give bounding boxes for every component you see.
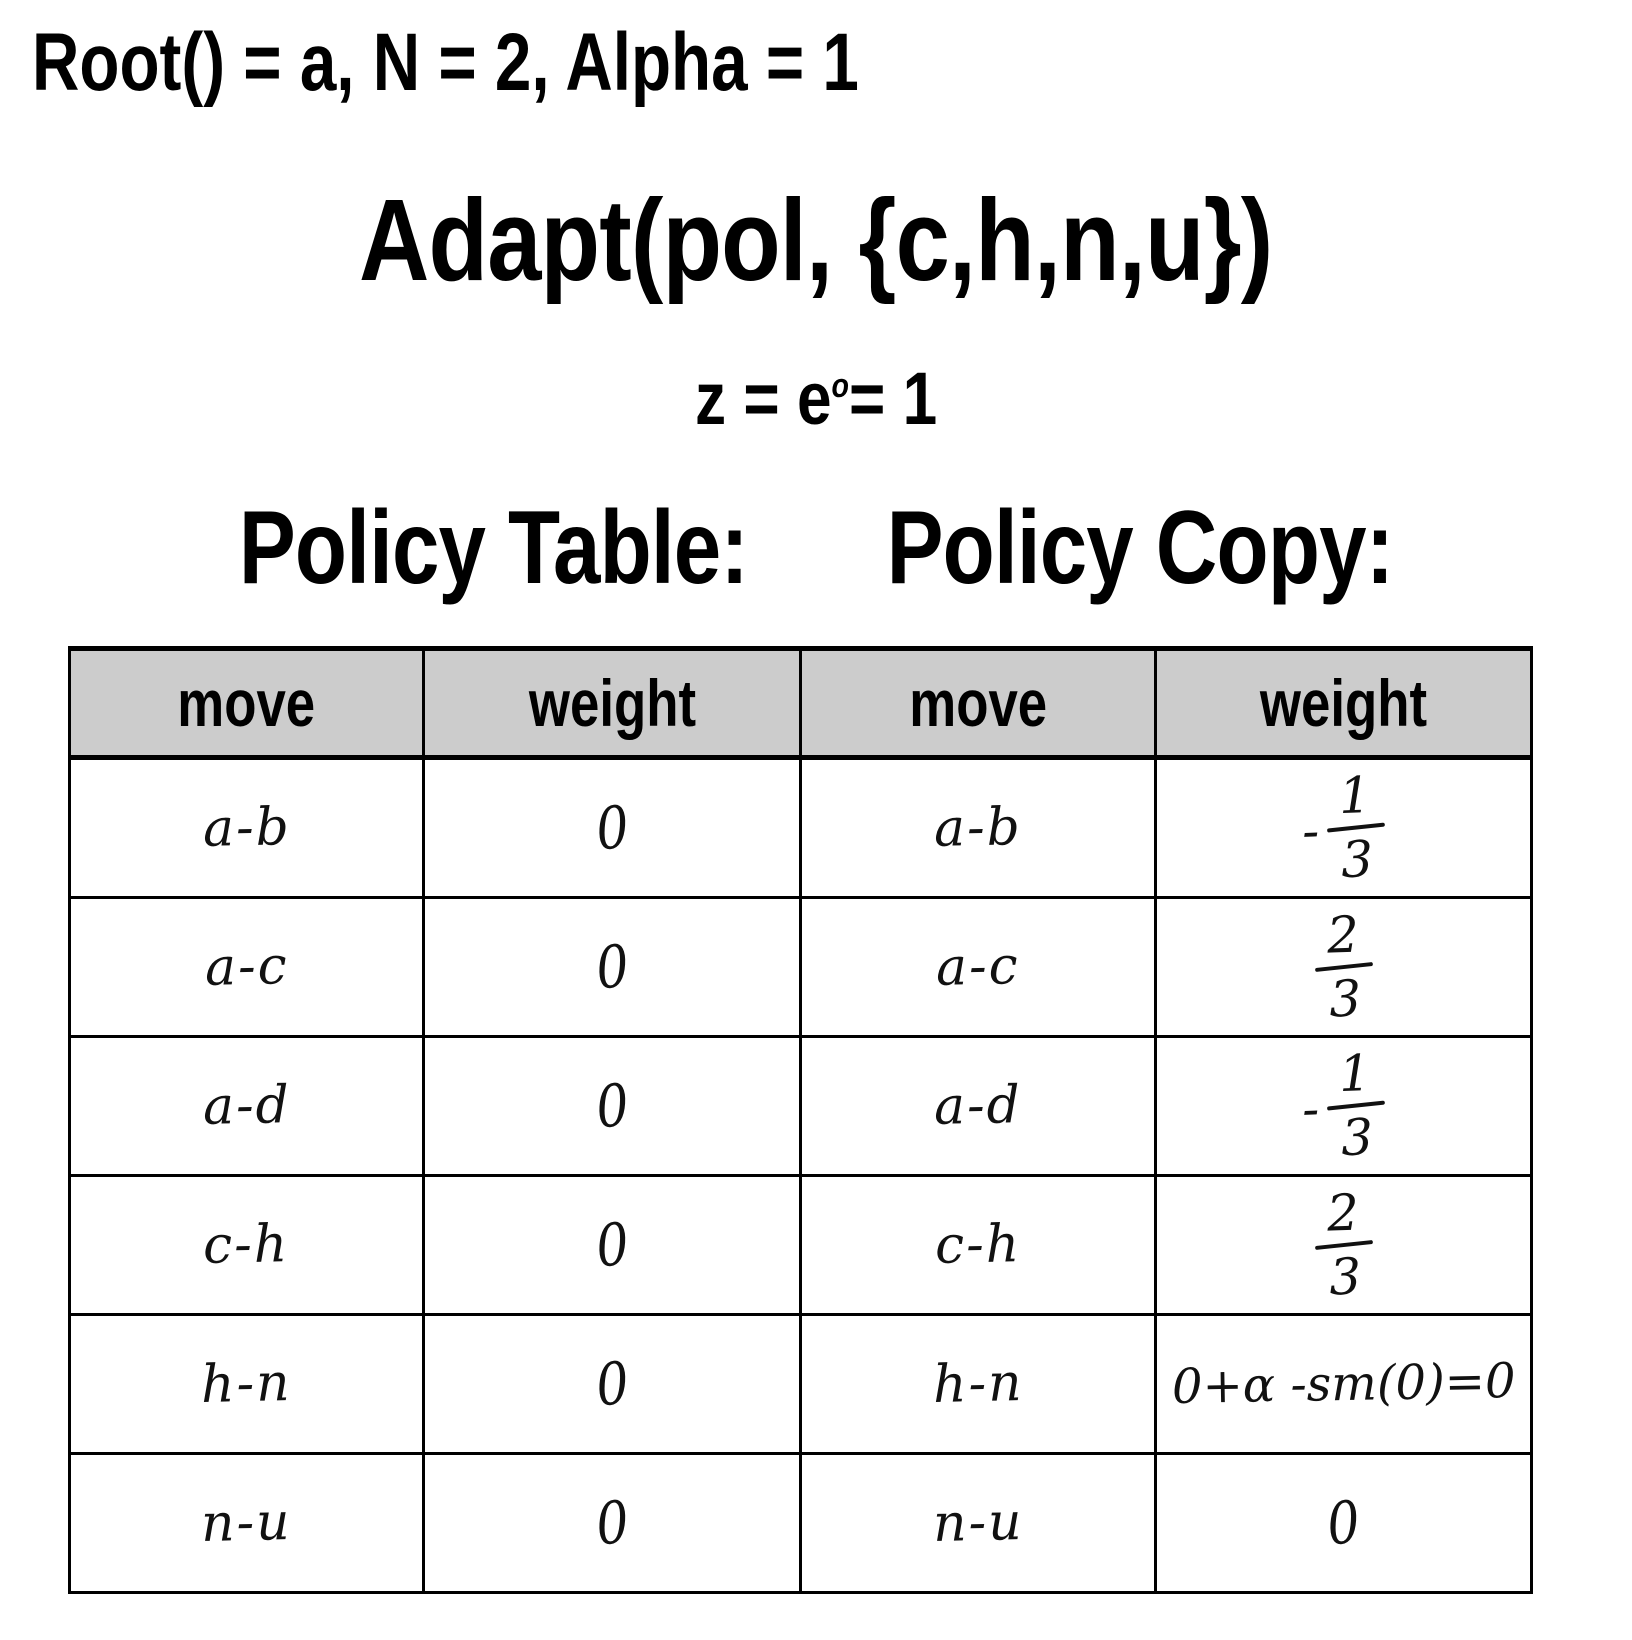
handwritten-expression: 0+α -sm(0)=0 xyxy=(1171,1353,1516,1415)
handwritten-weight: 0 xyxy=(592,1348,632,1420)
policy-copy-title: Policy Copy: xyxy=(887,490,1394,606)
table-row: c-h 0 c-h 2 3 xyxy=(68,1174,1533,1316)
handwritten-move: h-n xyxy=(200,1353,293,1415)
handwritten-fraction: - 1 3 xyxy=(1300,766,1387,889)
cell-left-move: n-u xyxy=(68,1452,425,1594)
handwritten-weight: 0 xyxy=(592,1487,632,1559)
table-row: n-u 0 n-u 0 xyxy=(68,1452,1533,1594)
cell-right-move: c-h xyxy=(799,1174,1157,1316)
handwritten-move: a-d xyxy=(201,1075,292,1137)
cell-right-weight: - 1 3 xyxy=(1154,1035,1533,1177)
cell-left-move: a-c xyxy=(68,896,425,1038)
cell-left-move: h-n xyxy=(68,1313,425,1455)
handwritten-fraction: 2 3 xyxy=(1313,905,1375,1029)
policy-table: move weight move weight a-b 0 a-b - 1 3 xyxy=(68,646,1533,1594)
handwritten-move: c-h xyxy=(934,1214,1022,1276)
table-header: move weight move weight xyxy=(68,646,1533,760)
cell-right-weight: - 1 3 xyxy=(1154,756,1533,899)
cell-left-weight: 0 xyxy=(422,896,802,1038)
handwritten-move: c-h xyxy=(202,1214,291,1276)
function-call-text: Adapt(pol, {c,h,n,u}) xyxy=(359,175,1273,305)
cell-right-move: n-u xyxy=(799,1452,1157,1594)
handwritten-move: a-d xyxy=(933,1075,1023,1137)
table-row: a-c 0 a-c 2 3 xyxy=(68,896,1533,1038)
cell-left-weight: 0 xyxy=(422,1452,802,1594)
cell-right-weight: 2 3 xyxy=(1154,896,1533,1038)
cell-right-weight: 2 3 xyxy=(1154,1174,1533,1316)
cell-right-weight: 0+α -sm(0)=0 xyxy=(1154,1313,1533,1455)
handwritten-weight: 0 xyxy=(592,1070,632,1142)
cell-right-move: a-c xyxy=(799,896,1157,1038)
table-row: h-n 0 h-n 0+α -sm(0)=0 xyxy=(68,1313,1533,1455)
handwritten-weight: 0 xyxy=(592,792,632,864)
handwritten-weight: 0 xyxy=(592,1209,632,1281)
cell-left-move: c-h xyxy=(68,1174,425,1316)
cell-right-weight: 0 xyxy=(1154,1452,1533,1594)
handwritten-move: a-b xyxy=(201,797,292,859)
z-equation-inner: z = eo= 1 xyxy=(695,362,937,436)
cell-left-move: a-d xyxy=(68,1035,425,1177)
handwritten-move: h-n xyxy=(932,1353,1024,1415)
handwritten-move: a-b xyxy=(933,797,1023,859)
handwritten-weight: 0 xyxy=(592,931,632,1003)
column-header-move-right: move xyxy=(799,646,1157,760)
column-header-move-left: move xyxy=(68,646,425,760)
handwritten-weight: 0 xyxy=(1323,1487,1364,1559)
policy-table-title: Policy Table: xyxy=(238,490,749,606)
params-line: Root() = a, N = 2, Alpha = 1 xyxy=(32,17,859,108)
cell-left-move: a-b xyxy=(68,756,425,899)
handwritten-move: n-u xyxy=(200,1492,293,1554)
cell-right-move: a-b xyxy=(799,756,1157,899)
cell-left-weight: 0 xyxy=(422,1313,802,1455)
handwritten-move: a-c xyxy=(204,936,289,998)
section-titles: Policy Table: Policy Copy: xyxy=(0,496,1632,600)
cell-right-move: h-n xyxy=(799,1313,1157,1455)
cell-left-weight: 0 xyxy=(422,756,802,899)
cell-left-weight: 0 xyxy=(422,1035,802,1177)
table-header-row: move weight move weight xyxy=(68,646,1533,760)
z-suffix: = 1 xyxy=(848,357,938,440)
function-call-title: Adapt(pol, {c,h,n,u}) xyxy=(0,182,1632,298)
handwritten-move: a-c xyxy=(935,936,1021,998)
column-header-weight-right: weight xyxy=(1154,646,1533,760)
z-prefix: z = e xyxy=(694,357,832,440)
z-equation: z = eo= 1 xyxy=(0,362,1632,436)
table-body: a-b 0 a-b - 1 3 a-c 0 a-c xyxy=(68,756,1533,1594)
handwritten-fraction: - 1 3 xyxy=(1300,1044,1387,1167)
handwritten-fraction: 2 3 xyxy=(1313,1183,1375,1307)
cell-right-move: a-d xyxy=(799,1035,1157,1177)
table-row: a-b 0 a-b - 1 3 xyxy=(68,756,1533,899)
column-header-weight-left: weight xyxy=(422,646,802,760)
z-exponent: o xyxy=(831,366,849,405)
table-row: a-d 0 a-d - 1 3 xyxy=(68,1035,1533,1177)
handwritten-move: n-u xyxy=(932,1492,1024,1554)
cell-left-weight: 0 xyxy=(422,1174,802,1316)
